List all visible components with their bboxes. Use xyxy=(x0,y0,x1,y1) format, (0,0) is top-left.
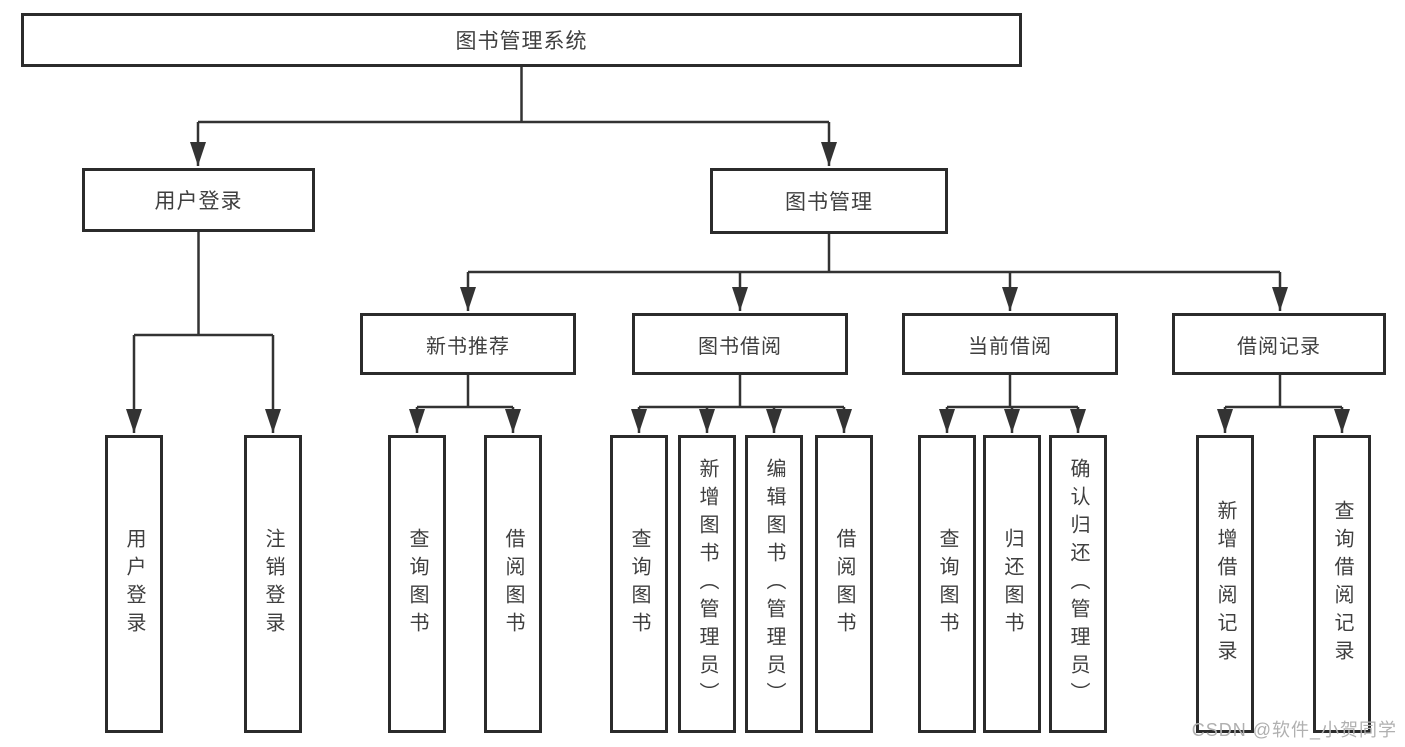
node-leaf-borrow-books-recommend: 借阅图书 xyxy=(484,435,542,733)
edge-borrow-records-children xyxy=(1217,375,1350,433)
node-leaf-query-books-recommend: 查询图书 xyxy=(388,435,446,733)
node-new-book-recommend: 新书推荐 xyxy=(360,313,576,375)
edge-root-children xyxy=(190,67,837,166)
node-leaf-query-books-current: 查询图书 xyxy=(918,435,976,733)
node-book-management: 图书管理 xyxy=(710,168,948,234)
node-current-borrow: 当前借阅 xyxy=(902,313,1118,375)
edge-new-book-recommend-children xyxy=(409,375,521,433)
edge-user-login-children xyxy=(126,232,281,433)
node-leaf-logout: 注销登录 xyxy=(244,435,302,733)
node-leaf-return-books: 归还图书 xyxy=(983,435,1041,733)
node-leaf-borrow-books: 借阅图书 xyxy=(815,435,873,733)
node-leaf-confirm-return-admin: 确认归还（管理员） xyxy=(1049,435,1107,733)
node-leaf-query-borrow-record: 查询借阅记录 xyxy=(1313,435,1371,733)
node-user-login: 用户登录 xyxy=(82,168,315,232)
node-leaf-query-books-borrow: 查询图书 xyxy=(610,435,668,733)
node-leaf-add-borrow-record: 新增借阅记录 xyxy=(1196,435,1254,733)
node-borrow-records: 借阅记录 xyxy=(1172,313,1386,375)
node-book-borrow: 图书借阅 xyxy=(632,313,848,375)
node-root: 图书管理系统 xyxy=(21,13,1022,67)
edge-book-management-children xyxy=(460,234,1288,311)
node-leaf-edit-books-admin: 编辑图书（管理员） xyxy=(745,435,803,733)
node-leaf-user-login: 用户登录 xyxy=(105,435,163,733)
edge-book-borrow-children xyxy=(631,375,852,433)
csdn-watermark: CSDN @软件_小贺同学 xyxy=(1191,720,1397,740)
node-leaf-add-books-admin: 新增图书（管理员） xyxy=(678,435,736,733)
edge-current-borrow-children xyxy=(939,375,1086,433)
